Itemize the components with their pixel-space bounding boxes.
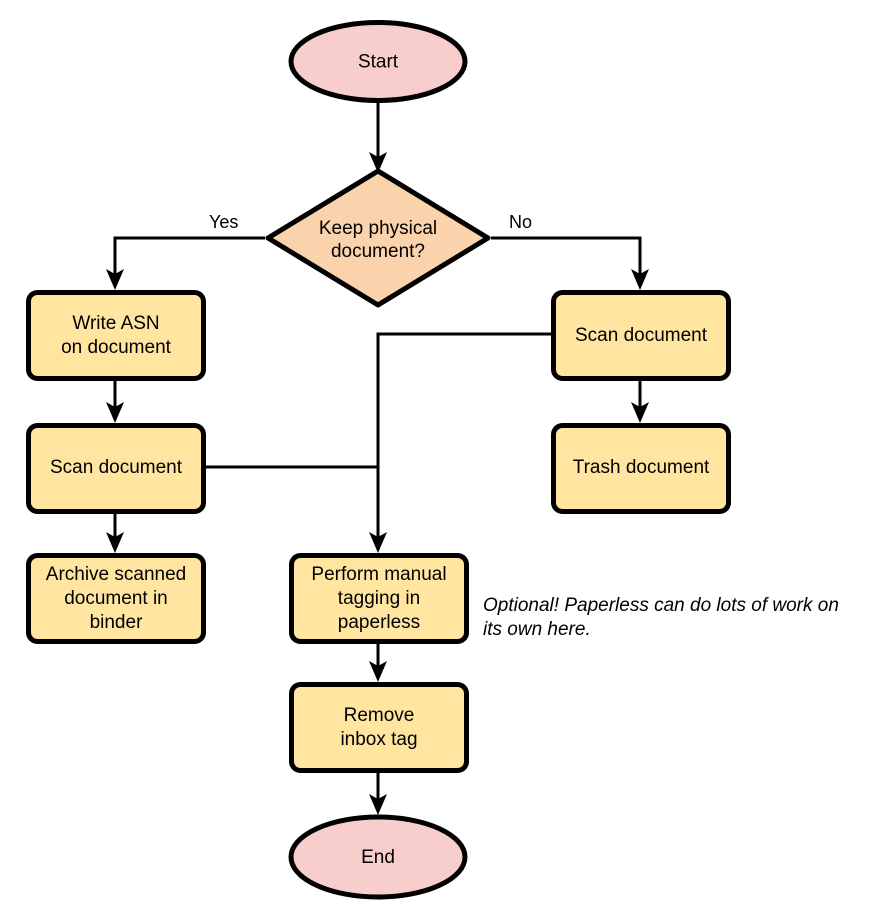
node-perform-manual-tagging[interactable]: Perform manual tagging in paperless xyxy=(289,553,469,644)
node-archive-scanned-document[interactable]: Archive scanned document in binder xyxy=(26,553,206,644)
tagging-box-shape xyxy=(289,553,469,644)
end-label: End xyxy=(361,847,395,868)
write-asn-box-shape xyxy=(26,290,206,381)
node-write-asn-on-document[interactable]: Write ASN on document xyxy=(26,290,206,381)
tagging-label-line3: paperless xyxy=(338,612,420,633)
decision-label-line1: Keep physical xyxy=(319,218,437,239)
archive-label-line3: binder xyxy=(90,612,143,633)
scan-document-left-label: Scan document xyxy=(50,457,183,478)
tagging-label-line1: Perform manual xyxy=(311,564,446,585)
node-end[interactable]: End xyxy=(288,814,468,900)
write-asn-label-line1: Write ASN xyxy=(72,313,159,334)
tagging-label-line2: tagging in xyxy=(338,588,420,609)
edge-scan-right-to-trash xyxy=(631,380,649,423)
annotation-note: Optional! Paperless can do lots of work … xyxy=(483,595,839,640)
archive-label-line1: Archive scanned xyxy=(46,564,186,585)
remove-inbox-label-line2: inbox tag xyxy=(340,729,417,750)
decision-diamond-shape xyxy=(265,168,491,308)
node-remove-inbox-tag[interactable]: Remove inbox tag xyxy=(289,682,469,773)
edge-scan-left-to-archive xyxy=(106,512,124,553)
archive-label-line2: document in xyxy=(64,588,168,609)
node-decision-keep-physical-document[interactable]: Keep physical document? xyxy=(265,168,491,308)
trash-document-box-shape xyxy=(551,423,731,514)
edge-label-yes: Yes xyxy=(209,212,238,232)
edge-decision-no-to-scan-right xyxy=(491,236,649,290)
edge-remove-inbox-to-end xyxy=(369,770,387,815)
trash-document-label: Trash document xyxy=(573,457,710,478)
edge-write-asn-to-scan-left xyxy=(106,380,124,423)
edge-scan-right-to-tagging xyxy=(369,332,551,553)
scan-document-right-label: Scan document xyxy=(575,325,708,346)
node-trash-document[interactable]: Trash document xyxy=(551,423,731,514)
decision-label-line2: document? xyxy=(331,241,425,262)
edge-label-no: No xyxy=(509,212,532,232)
node-scan-document-left[interactable]: Scan document xyxy=(26,423,206,514)
node-start[interactable]: Start xyxy=(288,20,468,103)
start-ellipse-shape xyxy=(288,20,468,103)
note-line2: its own here. xyxy=(483,619,591,640)
remove-inbox-label-line1: Remove xyxy=(344,705,415,726)
end-ellipse-shape xyxy=(288,814,468,900)
scan-document-right-box-shape xyxy=(551,290,731,381)
edge-start-to-decision xyxy=(369,103,387,173)
write-asn-label-line2: on document xyxy=(61,337,172,358)
remove-inbox-box-shape xyxy=(289,682,469,773)
start-label: Start xyxy=(358,52,399,73)
note-line1: Optional! Paperless can do lots of work … xyxy=(483,595,839,616)
scan-document-left-box-shape xyxy=(26,423,206,514)
archive-box-shape xyxy=(26,553,206,644)
edge-decision-yes-to-write-asn xyxy=(106,236,265,290)
node-scan-document-right[interactable]: Scan document xyxy=(551,290,731,381)
edge-tagging-to-remove-inbox xyxy=(369,643,387,682)
